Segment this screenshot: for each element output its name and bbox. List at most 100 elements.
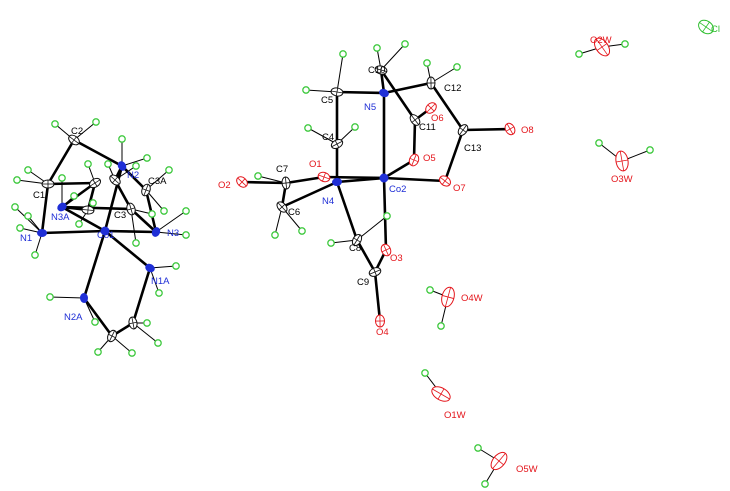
label-o8: O8 — [521, 125, 534, 136]
atom-c12 — [426, 76, 436, 90]
atom-c7 — [281, 176, 291, 190]
atom-h-46 — [621, 40, 629, 48]
label-o6: O6 — [431, 113, 444, 124]
label-n1: N1 — [20, 233, 32, 244]
bond-C8-C9 — [355, 238, 377, 274]
bond-C10-C11 — [379, 68, 417, 122]
bond-h-C2-3 — [73, 121, 97, 141]
atom-h-31 — [339, 50, 347, 58]
bond-Cx1-C1 — [46, 181, 97, 186]
atom-c10 — [374, 65, 388, 75]
label-o3w: O3W — [611, 174, 633, 185]
atom-h-1 — [24, 212, 32, 220]
atom-o5w — [490, 451, 508, 471]
bond-h-C8-43 — [356, 215, 388, 241]
atom-cx4 — [128, 316, 138, 330]
atom-o6 — [425, 102, 437, 114]
atom-h-15 — [165, 166, 173, 174]
label-o4w: O4W — [461, 293, 483, 304]
bond-h-N3-18 — [155, 231, 187, 236]
atom-h-24 — [154, 339, 162, 347]
atom-c2 — [68, 134, 80, 146]
label-co1: Co1 — [97, 230, 114, 241]
bond-C1-C2 — [46, 138, 76, 186]
label-n1a: N1A — [151, 276, 170, 287]
bond-Co1-N2A — [82, 229, 107, 300]
bond-N4-C6 — [280, 180, 339, 209]
atom-h-25 — [94, 348, 102, 356]
label-c9: C9 — [357, 277, 369, 288]
atom-n2a — [79, 293, 89, 303]
atom-h-11 — [75, 220, 83, 228]
bond-C5-N5 — [335, 90, 386, 95]
atom-h-45 — [575, 50, 583, 58]
atom-h-49 — [426, 286, 434, 294]
atom-h-30 — [31, 251, 39, 259]
atom-h-21 — [172, 262, 180, 270]
atom-o5 — [408, 153, 420, 167]
atom-h-48 — [646, 146, 654, 154]
atom-h-16 — [160, 207, 168, 215]
atom-h-42 — [327, 239, 335, 247]
atom-h-18 — [182, 231, 190, 239]
atom-h-8 — [58, 174, 66, 182]
label-cl: Cl — [711, 24, 720, 35]
atom-h-27 — [46, 293, 54, 301]
atom-h-32 — [302, 86, 310, 94]
label-o4: O4 — [376, 327, 389, 338]
atom-c3a — [141, 183, 151, 197]
atom-o4 — [374, 314, 386, 328]
label-o5: O5 — [423, 153, 436, 164]
atom-cx5 — [107, 329, 117, 343]
atom-h-10 — [89, 199, 97, 207]
label-c11: C11 — [419, 122, 436, 133]
bond-Co1-N1A — [103, 229, 152, 270]
atom-co2 — [379, 173, 389, 183]
atom-h-38 — [453, 63, 461, 71]
atom-h-33 — [304, 124, 312, 132]
atom-h-20 — [148, 210, 156, 218]
bond-N1A-Cx4 — [131, 266, 152, 325]
atom-cx1 — [88, 177, 102, 189]
label-c2: C2 — [71, 126, 83, 137]
atom-n3a — [57, 202, 67, 212]
atom-co1 — [100, 226, 110, 236]
label-c3: C3 — [114, 210, 126, 221]
bond-C2-N2 — [72, 138, 124, 168]
label-c5: C5 — [321, 95, 333, 106]
bond-Cx1-N3A — [60, 181, 97, 209]
bond-C7-O2 — [240, 180, 288, 185]
bond-h-N2A-27 — [49, 296, 85, 299]
atom-h-34 — [351, 123, 359, 131]
atoms — [11, 19, 714, 488]
atom-cl — [698, 19, 714, 35]
bond-Co1-N3 — [103, 229, 158, 234]
atom-c6 — [276, 201, 288, 213]
label-o2: O2 — [218, 180, 231, 191]
bond-C12-C13 — [429, 81, 465, 132]
atom-c8 — [351, 233, 363, 247]
bond-h-C12-38 — [430, 66, 458, 84]
atom-h-39 — [254, 172, 262, 180]
label-c3a: C3A — [148, 176, 167, 187]
atom-h-28 — [91, 318, 99, 326]
atom-c1 — [41, 179, 55, 189]
label-o1: O1 — [309, 159, 322, 170]
bond-C13-O7 — [443, 128, 465, 183]
atom-h-4 — [118, 135, 126, 143]
bond-C7-O1 — [284, 175, 326, 185]
label-c13: C13 — [464, 143, 481, 154]
atom-c4 — [330, 139, 344, 149]
atom-c13 — [457, 124, 469, 136]
label-c8: C8 — [349, 243, 361, 254]
bond-N1-C1 — [40, 182, 50, 235]
atom-n5 — [379, 88, 389, 98]
atom-h-6 — [13, 176, 21, 184]
label-n3: N3 — [167, 228, 179, 239]
atom-h-5 — [143, 154, 151, 162]
bond-h-C10-36 — [380, 43, 406, 71]
bond-h-N1-29 — [14, 206, 43, 234]
label-n3a: N3A — [51, 212, 70, 223]
atom-h-0 — [16, 224, 24, 232]
atom-n4 — [332, 177, 342, 187]
